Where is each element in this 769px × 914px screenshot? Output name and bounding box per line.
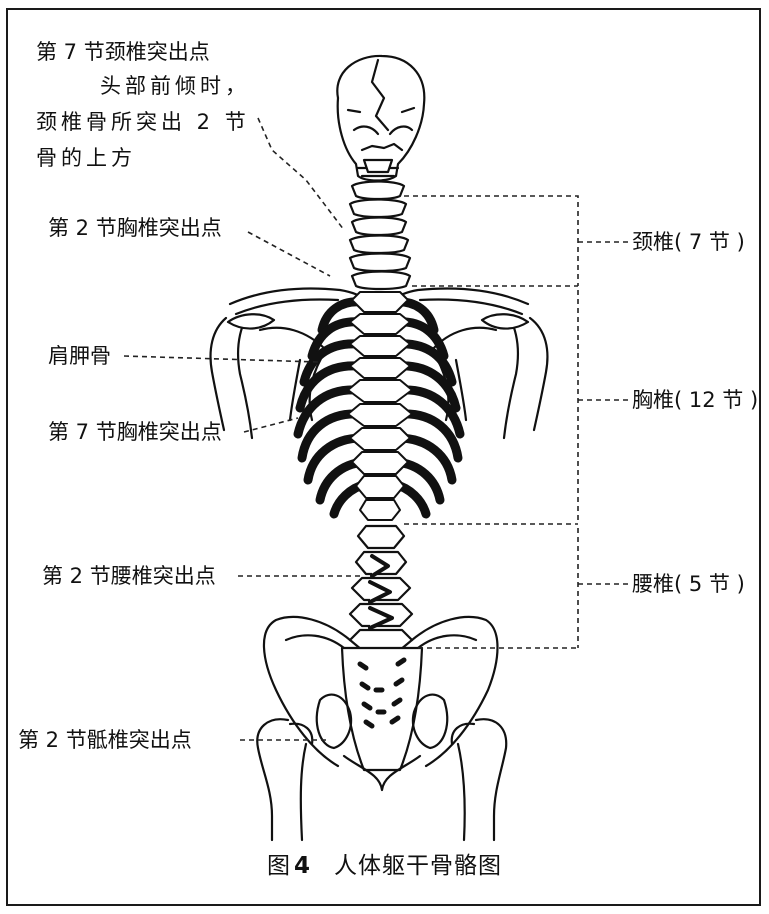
label-s2-point: 第 2 节骶椎突出点 [18,726,192,754]
label-c7-point: 第 7 节颈椎突出点 [36,38,210,66]
label-lumbar: 腰椎( 5 节 ) [632,570,745,598]
skull [337,56,424,181]
thoracic-vertebrae [348,292,412,520]
label-cervical: 颈椎( 7 节 ) [632,228,745,256]
label-head-note-line3: 骨的上方 [36,144,136,172]
caption-number: 4 [294,853,310,879]
label-l2-point: 第 2 节腰椎突出点 [42,562,216,590]
label-thoracic: 胸椎( 12 节 ) [632,386,758,414]
label-head-note-line2: 颈椎骨所突出 2 节 [36,108,250,136]
label-t7-point: 第 7 节胸椎突出点 [48,418,222,446]
lumbar-vertebrae [350,526,412,650]
label-t2-point: 第 2 节胸椎突出点 [48,214,222,242]
label-scapula: 肩胛骨 [48,342,111,370]
caption-prefix: 图 [267,853,290,879]
cervical-vertebrae [350,182,410,290]
label-head-note-line1: 头部前倾时， [100,72,250,100]
caption-title: 人体躯干骨骼图 [334,853,502,879]
